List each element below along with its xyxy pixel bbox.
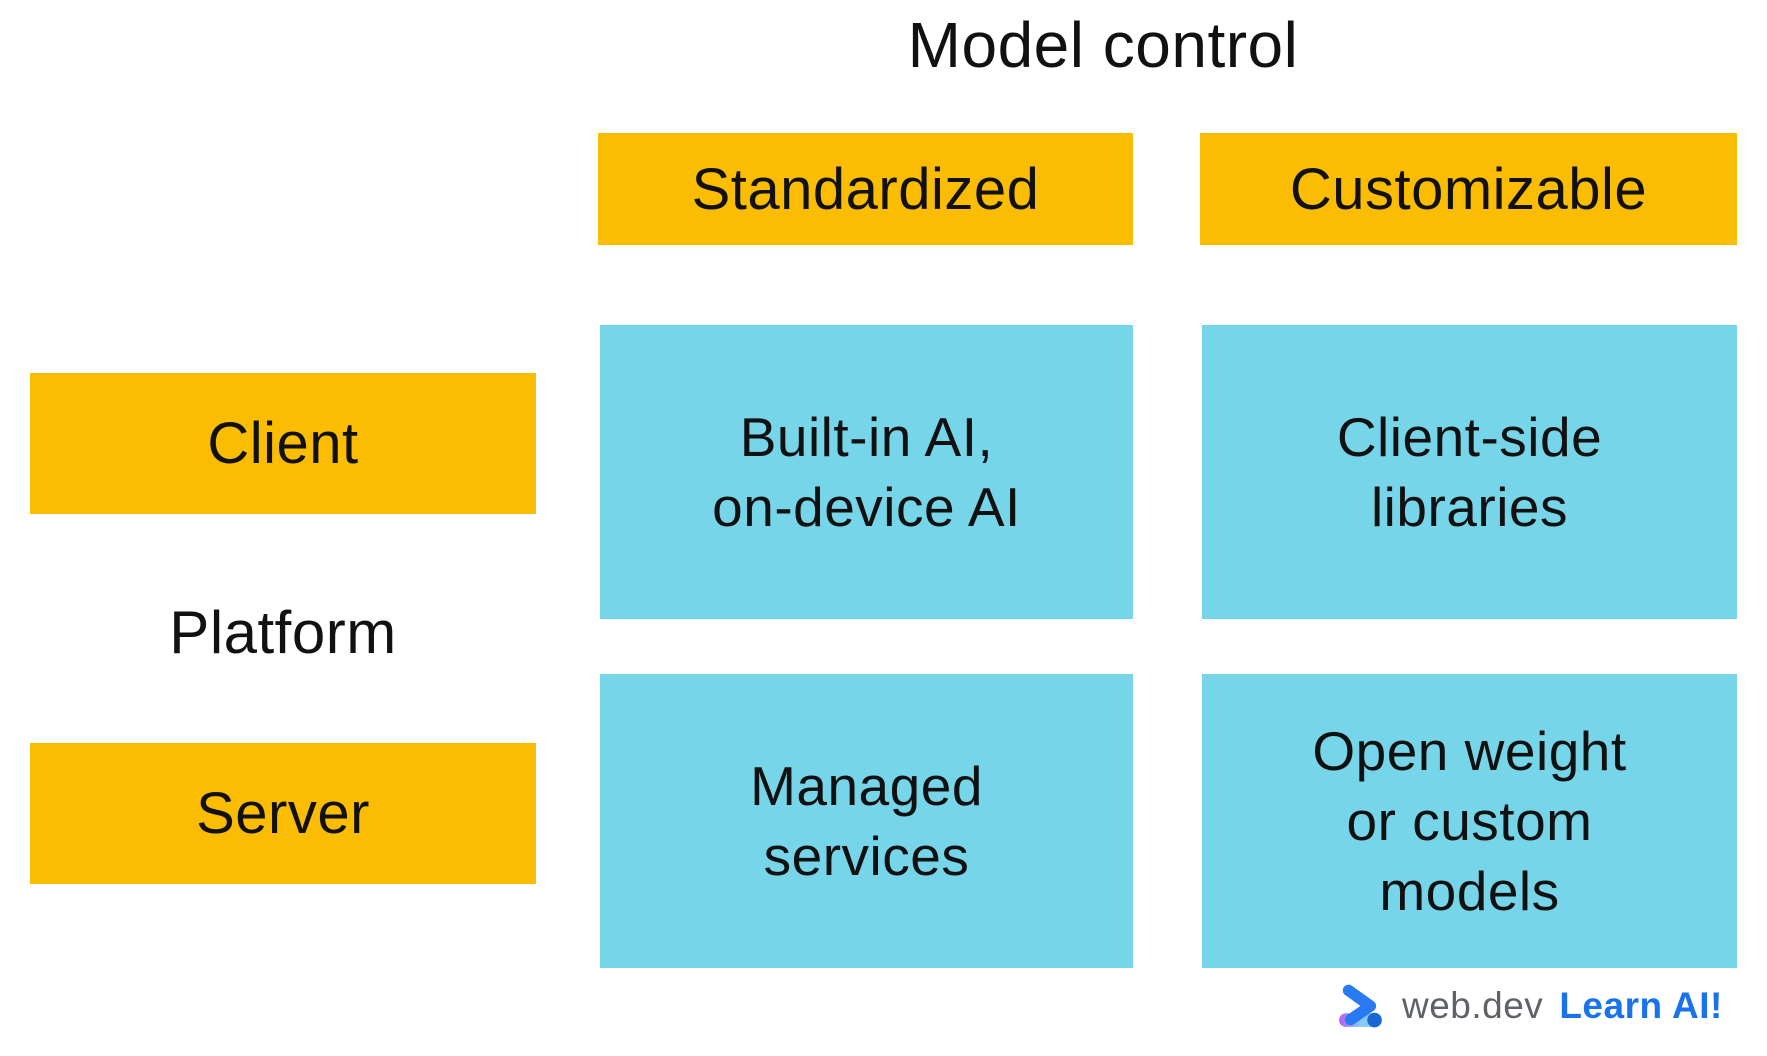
cell-client-standardized: Built-in AI, on-device AI bbox=[600, 325, 1133, 619]
campaign-tagline: Learn AI! bbox=[1559, 985, 1723, 1026]
row-header-label: Server bbox=[196, 781, 370, 846]
diagram-title: Model control bbox=[907, 9, 1299, 81]
cell-server-standardized: Managed services bbox=[600, 674, 1133, 968]
row-header-label: Client bbox=[207, 411, 359, 476]
brand-wordmark: web.dev bbox=[1402, 985, 1544, 1026]
column-header-standardized: Standardized bbox=[598, 133, 1133, 245]
column-header-customizable: Customizable bbox=[1200, 133, 1737, 245]
row-header-server: Server bbox=[30, 743, 536, 884]
column-header-label: Customizable bbox=[1289, 156, 1648, 222]
cell-server-customizable: Open weight or custom models bbox=[1202, 674, 1737, 968]
row-axis-label-platform: Platform bbox=[169, 599, 397, 666]
row-header-client: Client bbox=[30, 373, 536, 514]
column-header-label: Standardized bbox=[691, 156, 1040, 222]
web-dev-logo-icon bbox=[1339, 984, 1382, 1028]
footer-branding: web.dev Learn AI! bbox=[1336, 978, 1723, 1034]
cell-client-customizable: Client-side libraries bbox=[1202, 325, 1737, 619]
